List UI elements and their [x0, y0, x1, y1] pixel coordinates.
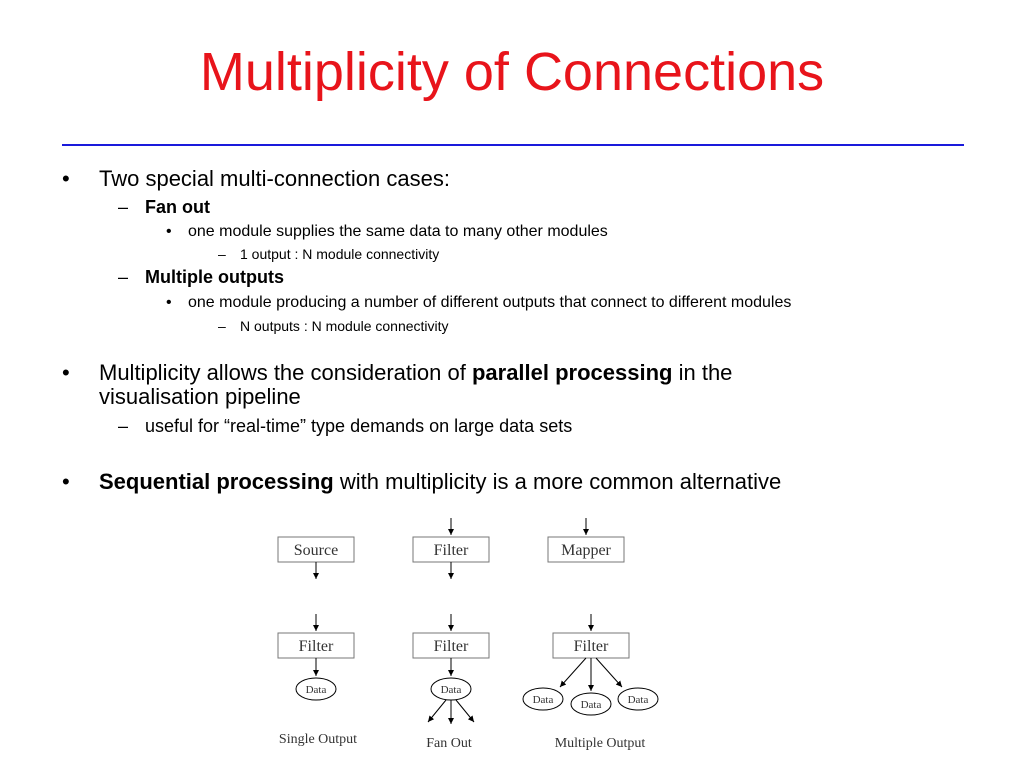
multiple-outputs-connectivity-text: N outputs : N module connectivity [240, 318, 449, 334]
bullet-text-pre: Multiplicity allows the consideration of [99, 360, 472, 385]
dash-marker: – [118, 416, 129, 436]
fan-out-diagram [412, 518, 490, 724]
data-node-left [522, 687, 564, 711]
filter-module-box [412, 632, 490, 659]
bullet-text-line2: visualisation pipeline [99, 384, 301, 409]
dash-marker: – [218, 318, 226, 334]
filter-module-label: Filter [299, 638, 334, 655]
mapper-module-label: Mapper [561, 542, 611, 559]
filter-module-box [412, 536, 490, 563]
filter-module-label: Filter [434, 542, 469, 559]
data-node-label: Data [441, 684, 462, 696]
multiple-outputs-description-text: one module producing a number of differe… [188, 294, 792, 311]
multiple-output-diagram [522, 518, 659, 716]
filter-module-label: Filter [434, 638, 469, 655]
bullet-marker: • [62, 360, 70, 385]
dash-marker: – [218, 246, 226, 262]
bullet-text-post: with multiplicity is a more common alter… [333, 469, 782, 494]
title-divider [62, 144, 964, 146]
bullet-text: Two special multi-connection cases: [99, 166, 450, 191]
dash-marker: – [118, 267, 129, 287]
data-node-label-right: Data [628, 694, 649, 706]
source-module-label: Source [294, 542, 338, 559]
data-node-center [570, 692, 612, 716]
bullet-text-post: in the [672, 360, 733, 385]
fan-out-caption: Fan Out [426, 736, 472, 751]
output-arrow-right [595, 657, 623, 688]
real-time-text: useful for “real-time” type demands on l… [145, 416, 573, 436]
bullet-marker: • [62, 469, 70, 494]
multiple-outputs-label: Multiple outputs [145, 267, 284, 287]
dash-marker: – [118, 197, 129, 217]
data-node-right [617, 687, 659, 711]
sequential-processing-emphasis: Sequential processing [99, 469, 334, 494]
parallel-processing-emphasis: parallel processing [471, 360, 673, 385]
fan-out-label: Fan out [145, 197, 210, 217]
mapper-module-box [547, 536, 625, 563]
multiple-output-caption: Multiple Output [555, 736, 646, 751]
single-output-diagram [277, 536, 355, 701]
bullet-marker: • [166, 223, 172, 240]
data-node [295, 677, 337, 701]
fan-out-arrow-right [455, 699, 475, 723]
fan-out-connectivity-text: 1 output : N module connectivity [240, 246, 440, 262]
filter-module-label: Filter [574, 638, 609, 655]
data-node-label-left: Data [533, 694, 554, 706]
source-module-box [277, 536, 355, 563]
bullet-text: Multiplicity allows the consideration of… [99, 360, 732, 386]
single-output-caption: Single Output [279, 732, 357, 747]
fan-out-description-text: one module supplies the same data to man… [188, 223, 608, 240]
filter-module-box [552, 632, 630, 659]
data-node-label-center: Data [581, 699, 602, 711]
slide-title: Multiplicity of Connections [199, 42, 825, 102]
bullet-marker: • [62, 166, 70, 191]
output-arrow-left [559, 657, 587, 688]
connection-multiplicity-diagram: Source Filter Data Single Output Filter … [277, 518, 659, 751]
bullet-marker: • [166, 294, 172, 311]
bullet-text: Sequential processing with multiplicity … [99, 469, 781, 495]
fan-out-arrow-left [427, 699, 447, 723]
data-node-label: Data [306, 684, 327, 696]
